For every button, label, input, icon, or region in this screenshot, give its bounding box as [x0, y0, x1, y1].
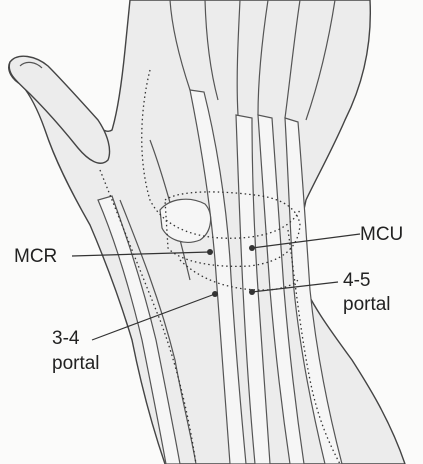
portal-34-label-line2: portal	[52, 353, 100, 374]
portal-34-label-line1: 3-4	[52, 328, 80, 349]
portal-45-label-line2: portal	[343, 294, 391, 315]
portal-45-label-line1: 4-5	[343, 270, 370, 291]
mcr-label: MCR	[14, 246, 57, 267]
mcu-label: MCU	[360, 224, 403, 245]
